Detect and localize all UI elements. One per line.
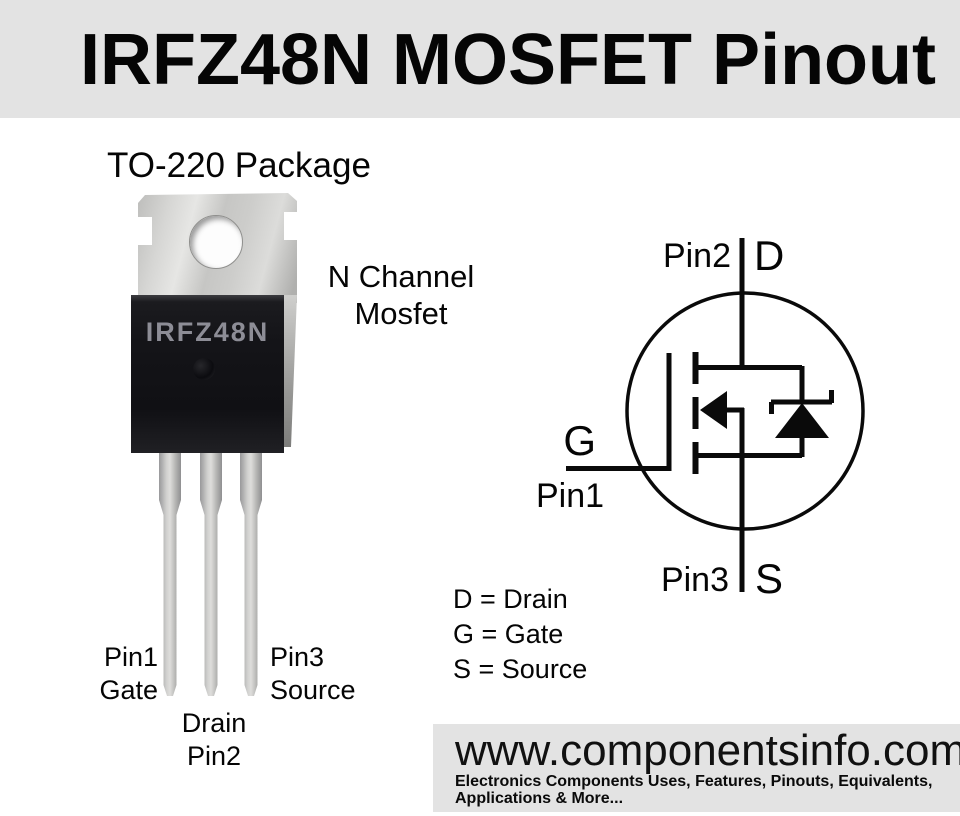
- pin3-source-label: Pin3 Source: [270, 641, 390, 707]
- pin1-gate-label: Pin1 Gate: [58, 641, 158, 707]
- title-banner: [0, 0, 960, 118]
- channel-type-line1: N Channel: [327, 259, 475, 294]
- package-body: IRFZ48N: [131, 295, 284, 453]
- pin3-number: Pin3: [270, 642, 325, 672]
- footer-tagline-line1: Electronics Components Uses, Features, P…: [455, 773, 933, 790]
- package-heading: TO-220 Package: [107, 146, 371, 185]
- legend-drain: D = Drain: [453, 584, 568, 614]
- package-leg-drain: [200, 453, 222, 696]
- mold-indent: [193, 358, 215, 380]
- diode-triangle: [775, 403, 829, 438]
- schematic-source-letter: S: [755, 555, 783, 602]
- schematic-gate-letter: G: [563, 417, 596, 464]
- schematic-drain-letter: D: [754, 232, 784, 279]
- channel-type-label: N Channel Mosfet: [310, 258, 492, 332]
- legend-source: S = Source: [453, 654, 588, 684]
- package-leg-gate: [159, 453, 181, 696]
- pin2-number: Pin2: [186, 741, 242, 771]
- footer-tagline-line2: Applications & More...: [455, 790, 624, 807]
- channel-type-line2: Mosfet: [354, 296, 448, 331]
- pin1-function: Gate: [99, 675, 158, 705]
- package-leg-source: [240, 453, 262, 696]
- symbol-circle: [625, 291, 865, 531]
- tab-side-edge: [284, 295, 297, 447]
- schematic-pin3-label: Pin3: [661, 561, 729, 599]
- body-arrow: [700, 391, 727, 429]
- website-url: www.componentsinfo.com: [455, 726, 960, 775]
- mosfet-symbol: Pin2 D G Pin1 Pin3 S: [536, 232, 865, 602]
- pin2-drain-label: Drain Pin2: [154, 707, 274, 773]
- pin1-number: Pin1: [103, 642, 158, 672]
- chip-part-number: IRFZ48N: [145, 317, 270, 347]
- page-title: IRFZ48N MOSFET Pinout: [80, 20, 936, 100]
- schematic-pin1-label: Pin1: [536, 477, 604, 515]
- schematic-pin2-label: Pin2: [663, 237, 731, 275]
- legend-gate: G = Gate: [453, 619, 564, 649]
- pin3-function: Source: [270, 675, 356, 705]
- footer-banner: www.componentsinfo.com Electronics Compo…: [433, 724, 960, 812]
- mounting-hole: [189, 215, 243, 269]
- pin2-function: Drain: [181, 708, 247, 738]
